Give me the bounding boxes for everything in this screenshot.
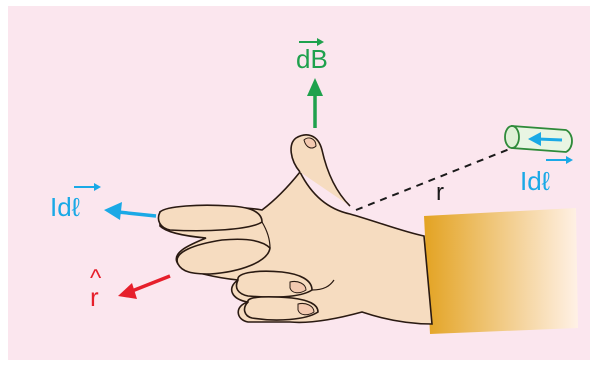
db-label-group: dB <box>296 38 328 74</box>
sleeve <box>424 208 578 334</box>
r-hat-label: r <box>90 282 99 312</box>
wire-end-cap <box>505 126 519 148</box>
idl-left-label: Idℓ <box>50 192 81 222</box>
idl-right-label: Idℓ <box>520 166 551 196</box>
r-distance-label: r <box>436 179 444 206</box>
db-label: dB <box>296 44 328 74</box>
index-finger <box>158 205 262 230</box>
